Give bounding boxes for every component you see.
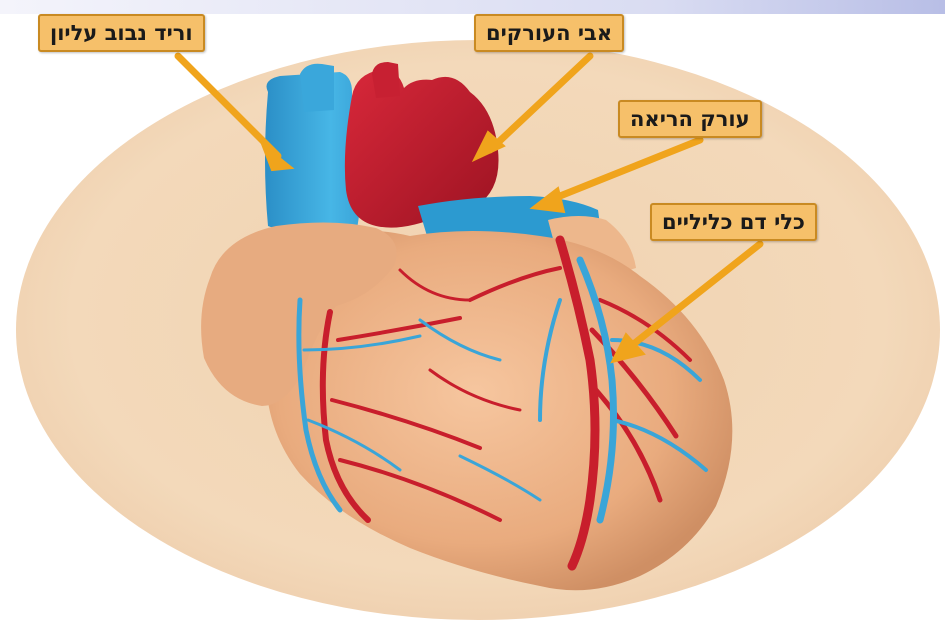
label-aorta: אבי העורקים: [474, 14, 624, 52]
aortic-branch: [372, 62, 400, 98]
label-superior-vena-cava: וריד נבוב עליון: [38, 14, 205, 52]
label-pulmonary-artery: עורק הריאה: [618, 100, 762, 138]
brachiocephalic-vein: [300, 64, 334, 112]
label-coronary-vessels: כלי דם כליליים: [650, 203, 817, 241]
